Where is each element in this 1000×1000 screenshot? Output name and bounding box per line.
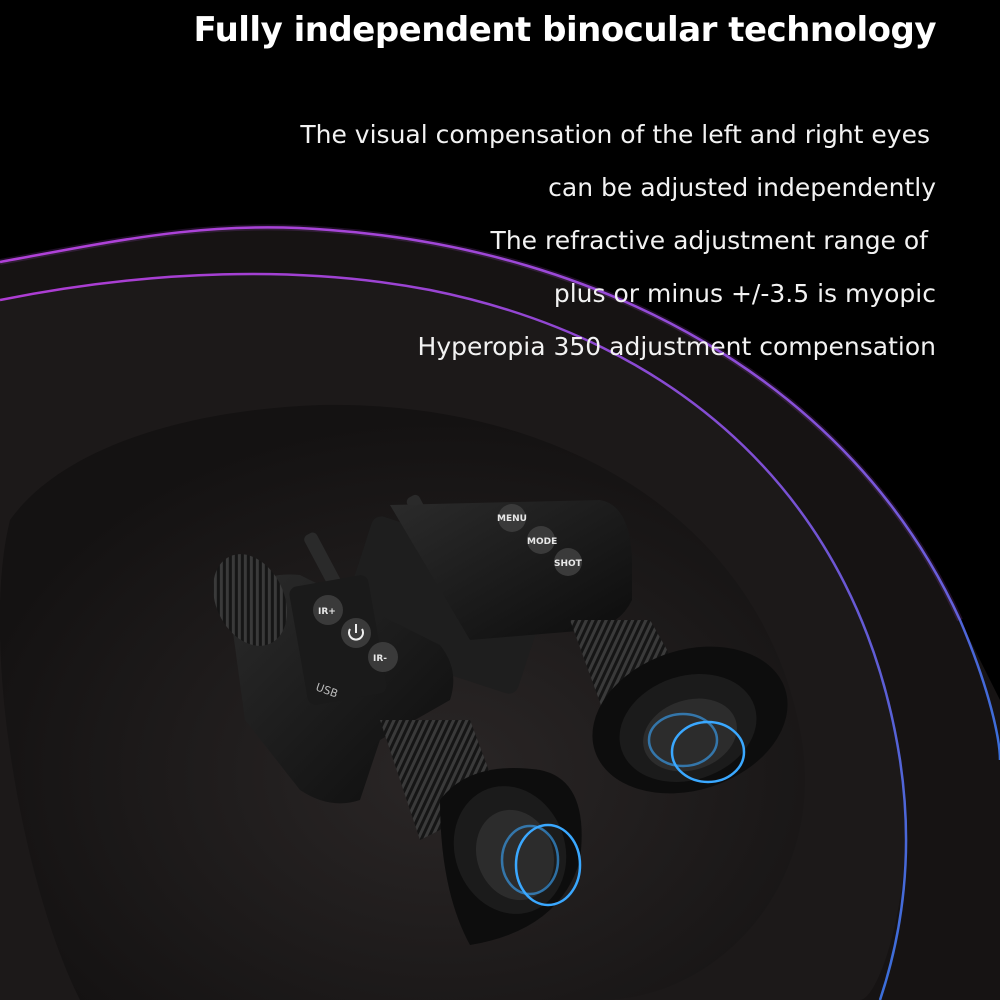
shot-label: SHOT [554, 559, 583, 569]
ir-plus-label: IR+ [318, 607, 336, 617]
mode-button[interactable]: MODE [527, 526, 557, 554]
power-button[interactable] [341, 618, 371, 648]
description-line-3: The refractive adjustment range of [490, 226, 928, 255]
description-line-1: The visual compensation of the left and … [300, 120, 930, 149]
menu-label: MENU [497, 514, 527, 524]
left-button-panel: IR+ IR- USB [289, 575, 398, 705]
glow-arcs [0, 224, 1000, 1000]
ir-minus-button[interactable]: IR- [368, 642, 398, 672]
lens-rings [500, 712, 746, 907]
description-line-5: Hyperopia 350 adjustment compensation [417, 332, 936, 361]
right-button-panel: MENU MODE SHOT [497, 504, 583, 576]
mode-label: MODE [527, 537, 557, 547]
ir-plus-button[interactable]: IR+ [313, 595, 343, 625]
description-line-2: can be adjusted independently [548, 173, 936, 202]
shot-button[interactable]: SHOT [554, 548, 583, 576]
ir-minus-label: IR- [373, 654, 387, 664]
headline: Fully independent binocular technology [193, 10, 937, 50]
left-eyecup [440, 768, 582, 945]
description-line-4: plus or minus +/-3.5 is myopic [553, 279, 936, 308]
menu-button[interactable]: MENU [497, 504, 527, 532]
power-icon [348, 624, 364, 641]
